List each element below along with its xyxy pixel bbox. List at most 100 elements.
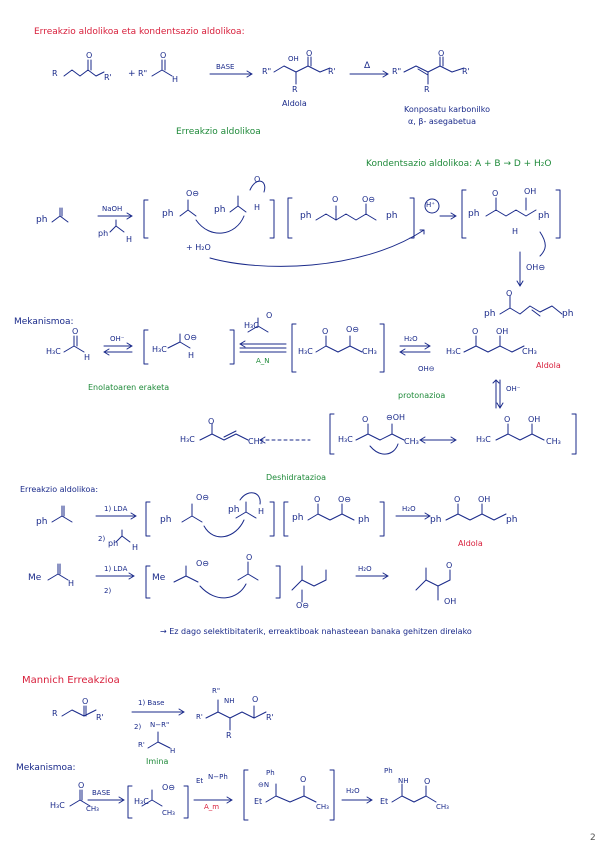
et-label: Et [196, 777, 204, 785]
aldol-reaction-title: Erreakzio aldolikoa [176, 127, 261, 137]
h-label: H [84, 353, 91, 362]
o-label: O [314, 495, 321, 504]
oxygen-label: O [86, 51, 93, 60]
r-prime-label: R' [104, 73, 112, 82]
ph-label: ph [98, 229, 109, 238]
nh-label: NH [224, 697, 235, 705]
ph-label: ph [36, 215, 48, 225]
reactant-skeleton [63, 69, 105, 77]
aldol-heading: Erreakzio aldolikoa: [20, 485, 99, 494]
lda-label: 1) LDA [104, 505, 128, 513]
ch3-label: CH₃ [404, 437, 419, 446]
h2o-label: H₂O [358, 565, 372, 573]
o-minus-label: O⊖ [296, 601, 309, 610]
product-label-1: Konposatu karbonilko [404, 105, 491, 114]
r-prime-label: R' [96, 713, 104, 722]
oxygen-label: O [160, 51, 167, 60]
oh-label: OH [478, 495, 491, 504]
o-minus-label: O⊖ [196, 493, 209, 502]
oh-label: ⊖OH [386, 413, 406, 422]
product-label-2: α, β- asegabetua [408, 117, 476, 126]
oh-minus-label: OH⁻ [110, 335, 125, 343]
ph-label: ph [214, 205, 226, 215]
aldehyde-skeleton [151, 69, 173, 77]
r-label: R [292, 85, 298, 94]
aldol-skeleton [273, 65, 331, 73]
h3c-label: H₃C [298, 347, 313, 356]
mannich-title: Mannich Erreakzioa [22, 675, 120, 686]
o-label: O [362, 415, 369, 424]
o-label: O [266, 311, 273, 320]
o-label: O [472, 327, 479, 336]
oh-minus-label: OH⊖ [418, 365, 435, 373]
ph-label: ph [108, 539, 119, 548]
step2-label: 2) [104, 587, 112, 595]
oh-minus-label: OH⊖ [526, 263, 546, 272]
ph-label: ph [292, 513, 304, 523]
imina-label: Imina [146, 757, 169, 766]
ph-label: ph [538, 211, 550, 221]
ch3-label: CH₃ [522, 347, 537, 356]
r-prime-label: R' [196, 713, 203, 721]
intro-heading: Erreakzio aldolikoa eta kondentsazio ald… [34, 27, 245, 37]
ph-label: Ph [266, 769, 275, 777]
o-minus-label: O⊖ [346, 325, 359, 334]
o-label: O [454, 495, 461, 504]
r-label: R [226, 731, 232, 740]
o-label: O [78, 781, 85, 790]
o-label: O [82, 697, 89, 706]
oh-label: OH [524, 187, 537, 196]
step2-label: 2) [134, 723, 142, 731]
dehydration-label: Deshidratazioa [266, 473, 327, 482]
h-label: H [188, 351, 195, 360]
o-minus-label: O⊖ [338, 495, 351, 504]
h3c-label: H₃C [134, 797, 149, 806]
enone-skeleton [403, 65, 465, 73]
aldola-label: Aldola [536, 361, 561, 370]
an-label: A_N [256, 357, 270, 365]
r-label: R" [212, 687, 221, 695]
oh-label: OH [288, 55, 299, 63]
protonation-label: protonazioa [398, 391, 446, 400]
condensation-title: Kondentsazio aldolikoa: A + B → D + H₂O [366, 159, 552, 169]
r-prime-label: R' [266, 713, 274, 722]
ch3-label: CH₃ [248, 437, 263, 446]
o-label: O [322, 327, 329, 336]
ph-label: ph [386, 211, 398, 221]
o-label: O [424, 777, 431, 786]
n-minus-label: ⊖N [258, 781, 270, 789]
ph-label: ph [562, 309, 574, 319]
h-label: H [512, 227, 519, 236]
o-label: O [300, 775, 307, 784]
me-label: Me [152, 573, 166, 583]
h-label: H [258, 507, 265, 516]
page-number: 2 [590, 833, 596, 843]
o-label: O [332, 195, 339, 204]
h-plus-label: H⁺ [426, 201, 435, 209]
h3c-label: H₃C [476, 435, 491, 444]
h3c-label: H₃C [244, 321, 259, 330]
h3c-label: H₃C [446, 347, 461, 356]
mechanism-heading: Mekanismoa: [14, 317, 74, 327]
o-label: O [506, 289, 513, 298]
base-label: BASE [216, 63, 235, 71]
h3c-label: H₃C [338, 435, 353, 444]
h2o-label: H₂O [402, 505, 416, 513]
ph-label: ph [160, 515, 172, 525]
ph-label: ph [300, 211, 312, 221]
base-label: BASE [92, 789, 111, 797]
mannich-mechanism-heading: Mekanismoa: [16, 763, 76, 773]
lda-label: 1) LDA [104, 565, 128, 573]
r-double-prime-label: R" [262, 67, 272, 76]
h2o-label: H₂O [346, 787, 360, 795]
oh-minus-label: OH⁻ [506, 385, 521, 393]
h-label: H [254, 203, 261, 212]
r-double-prime-label: R" [138, 69, 148, 78]
r-label: R [52, 709, 58, 718]
ph-label: ph [506, 515, 518, 525]
r-label: R [52, 69, 58, 78]
base-step-label: 1) Base [138, 699, 165, 707]
delta-label: Δ [364, 61, 371, 71]
ph-label: ph [162, 209, 174, 219]
o-label: O [246, 553, 253, 562]
